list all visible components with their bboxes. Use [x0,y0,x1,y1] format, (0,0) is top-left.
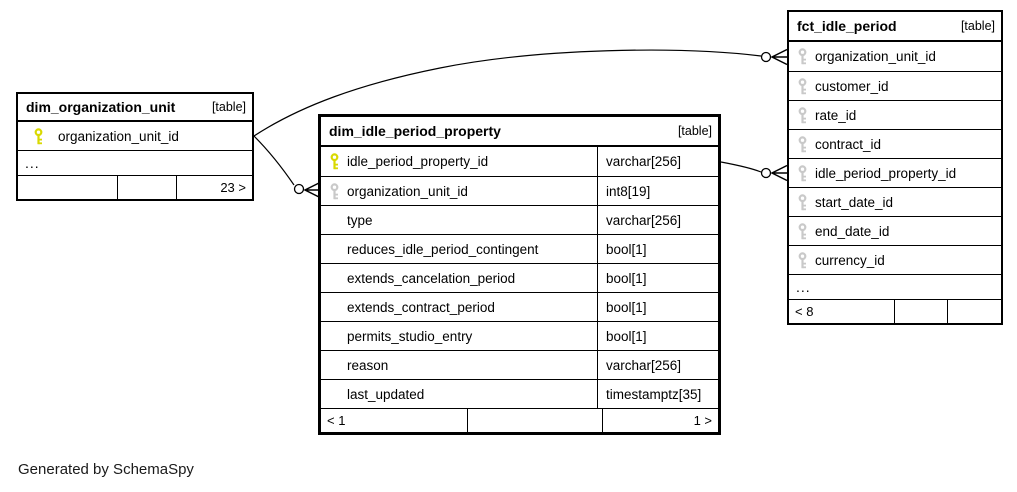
column-type: varchar[256] [597,206,718,234]
relationship-line [253,135,295,186]
table-node-dim_organization_unit[interactable]: dim_organization_unit [table] organizati… [16,92,254,201]
table-tag: [table] [211,100,246,114]
column-row-permits_studio_entry[interactable]: permits_studio_entry bool[1] [321,321,718,350]
column-row-extends_contract_period[interactable]: extends_contract_period bool[1] [321,292,718,321]
column-row-contract_id[interactable]: contract_id [789,129,1001,158]
column-row-type[interactable]: type varchar[256] [321,205,718,234]
column-name: extends_contract_period [347,299,495,315]
column-type: timestamptz[35] [597,380,718,408]
related-tables-prev-link[interactable]: < 8 [795,304,814,319]
column-name: idle_period_property_id [815,165,957,181]
zero-circle-terminator [760,167,772,179]
column-name: contract_id [815,136,882,152]
column-type: bool[1] [597,235,718,263]
column-type: bool[1] [597,322,718,350]
column-row-start_date_id[interactable]: start_date_id [789,187,1001,216]
column-type: bool[1] [597,264,718,292]
column-row-customer_id[interactable]: customer_id [789,71,1001,100]
column-name: customer_id [815,78,889,94]
generated-by-credit: Generated by SchemaSpy [18,461,194,478]
column-row-end_date_id[interactable]: end_date_id [789,216,1001,245]
column-name: reason [347,357,389,373]
column-row-idle_period_property_id[interactable]: idle_period_property_id [789,158,1001,187]
table-node-dim_idle_period_property[interactable]: dim_idle_period_property [table] idle_pe… [318,114,721,435]
table-name: fct_idle_period [797,18,897,34]
foreign-key-icon [789,193,815,211]
column-row-idle_period_property_id[interactable]: idle_period_property_id varchar[256] [321,147,718,176]
column-name: end_date_id [815,223,890,239]
foreign-key-icon [789,222,815,240]
column-type: int8[19] [597,177,718,205]
column-name: organization_unit_id [58,128,179,144]
relationship-dim_organization_unit-dim_idle_period_property [253,135,320,198]
zero-circle-terminator [760,51,772,63]
table-node-fct_idle_period[interactable]: fct_idle_period [table] organization_uni… [787,10,1003,325]
primary-key-icon [18,127,58,145]
column-name: organization_unit_id [815,49,936,64]
column-row-rate_id[interactable]: rate_id [789,100,1001,129]
relationship-line [720,161,762,173]
table-footer: < 8 [789,299,1001,323]
column-name: idle_period_property_id [347,154,489,169]
table-name: dim_organization_unit [26,99,176,115]
column-row-last_updated[interactable]: last_updated timestamptz[35] [321,379,718,408]
column-name: currency_id [815,252,885,268]
table-name: dim_idle_period_property [329,123,501,139]
footer-cell-middle [467,409,602,432]
column-type: varchar[256] [597,147,718,176]
table-footer: < 1 1 > [321,408,718,432]
column-row-currency_id[interactable]: currency_id [789,245,1001,274]
column-name: last_updated [347,386,425,402]
column-row-organization_unit_id[interactable]: organization_unit_id int8[19] [321,176,718,205]
column-name: extends_cancelation_period [347,270,516,286]
hidden-columns-ellipsis: ... [789,274,1001,299]
table-header[interactable]: dim_organization_unit [table] [18,94,252,122]
column-name: permits_studio_entry [347,328,473,344]
zero-circle-terminator [293,183,305,195]
foreign-key-icon [789,135,815,153]
hidden-columns-ellipsis: ... [18,150,252,175]
table-tag: [table] [960,19,995,33]
column-name: organization_unit_id [347,183,468,199]
table-header[interactable]: dim_idle_period_property [table] [321,117,718,147]
column-row-extends_cancelation_period[interactable]: extends_cancelation_period bool[1] [321,263,718,292]
table-footer: 23 > [18,175,252,199]
foreign-key-icon [789,164,815,182]
column-name: start_date_id [815,194,894,210]
crow-foot-terminator [770,48,788,66]
crow-foot-terminator [303,182,320,198]
relationship-dim_idle_period_property-fct_idle_period [720,161,788,182]
footer-cell-middle [117,176,176,199]
column-name: reduces_idle_period_contingent [347,241,539,257]
column-rows: organization_unit_id [18,122,252,150]
column-row-reduces_idle_period_contingent[interactable]: reduces_idle_period_contingent bool[1] [321,234,718,263]
table-tag: [table] [677,124,712,138]
column-name: rate_id [815,107,857,123]
column-name: type [347,212,373,228]
column-row-reason[interactable]: reason varchar[256] [321,350,718,379]
footer-cell-left [18,176,117,199]
foreign-key-icon [321,182,347,200]
related-tables-prev-link[interactable]: < 1 [327,413,346,428]
primary-key-icon [321,153,347,170]
foreign-key-icon [789,77,815,95]
column-type: bool[1] [597,293,718,321]
column-type: varchar[256] [597,351,718,379]
related-tables-next-link[interactable]: 23 > [176,176,252,199]
footer-cell-middle [894,300,947,323]
column-row-organization_unit_id[interactable]: organization_unit_id [789,42,1001,71]
foreign-key-icon [789,251,815,269]
related-tables-next-link[interactable]: 1 > [602,409,718,432]
crow-foot-terminator [770,164,788,182]
foreign-key-icon [789,48,815,65]
column-row-organization_unit_id[interactable]: organization_unit_id [18,122,252,150]
footer-cell-right [947,300,1001,323]
table-header[interactable]: fct_idle_period [table] [789,12,1001,42]
foreign-key-icon [789,106,815,124]
